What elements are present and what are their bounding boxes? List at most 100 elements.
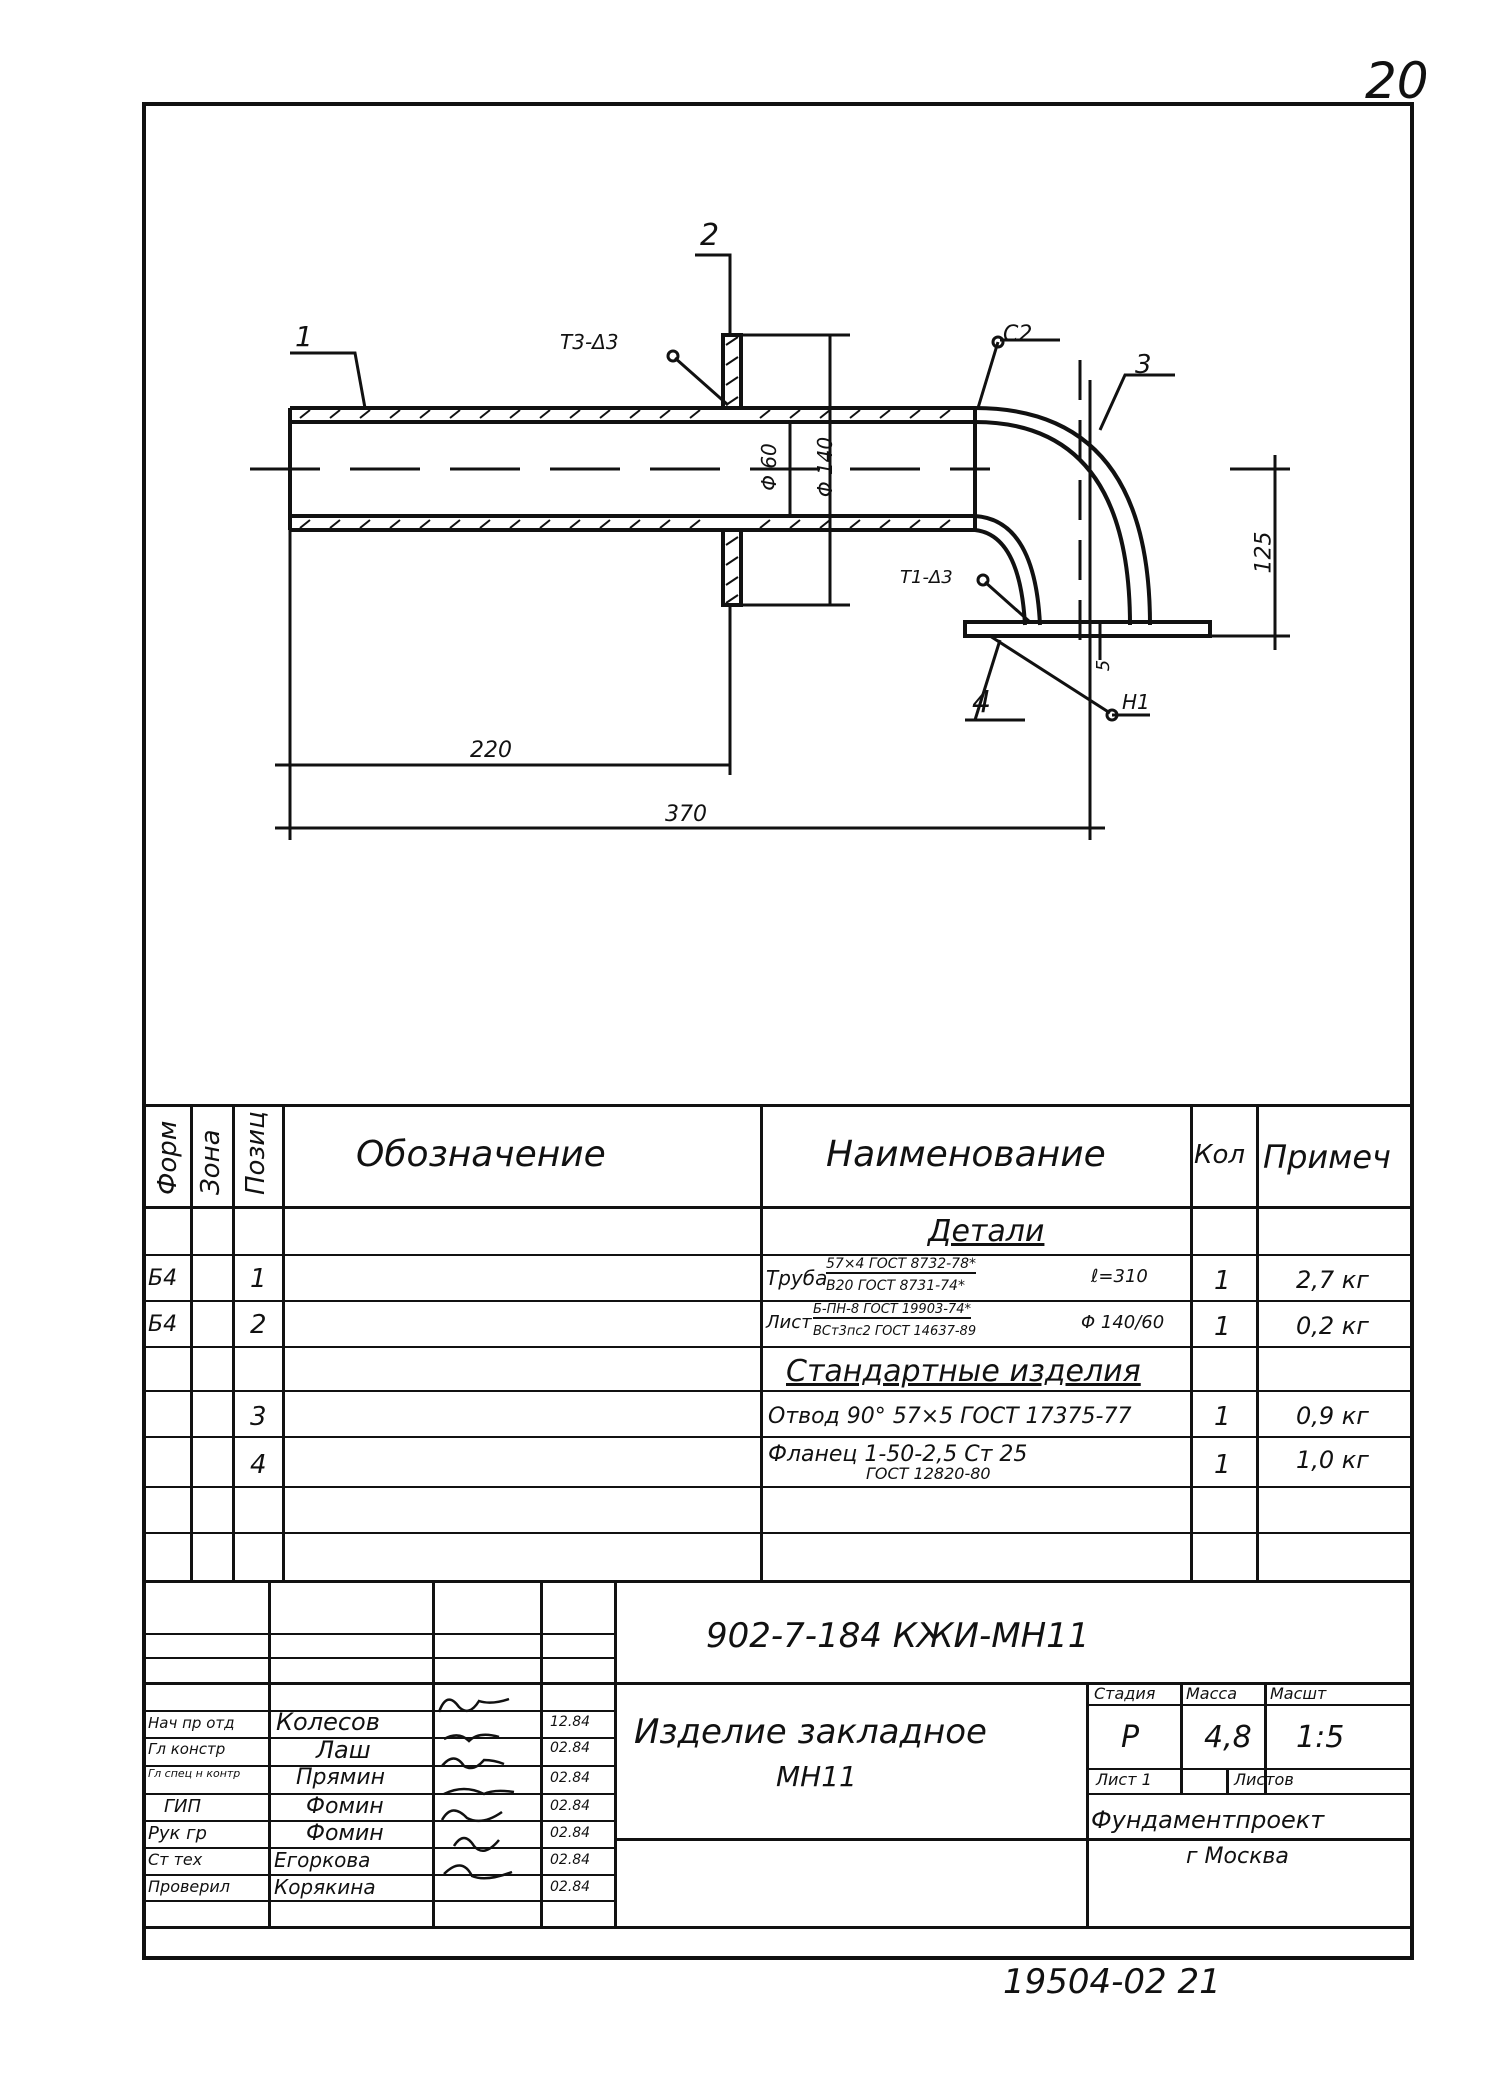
- sig-name-4: Фомин: [306, 1794, 384, 1819]
- doc-code: 902-7-184 КЖИ-МН11: [706, 1616, 1090, 1656]
- specification-table: Форм Зона Позиц Обозначение Наименование…: [146, 1104, 1410, 1580]
- row2-qty: 1: [1214, 1312, 1231, 1342]
- row4-qty: 1: [1214, 1450, 1231, 1480]
- plate-top: [721, 333, 743, 410]
- sig-name-2: Лаш: [316, 1736, 371, 1764]
- elbow-inner2: [974, 528, 1027, 626]
- spec-top-line: [146, 1104, 1410, 1107]
- callout-pos2: 2: [700, 218, 720, 253]
- stage-value: Р: [1121, 1720, 1140, 1755]
- elbow-outer: [974, 406, 1152, 626]
- sig-date-2: 02.84: [550, 1740, 591, 1756]
- sheet-label: Лист 1: [1096, 1770, 1152, 1789]
- sig-date-4: 02.84: [550, 1798, 591, 1814]
- header-format: Форм: [153, 1120, 183, 1195]
- header-pos: Позиц: [241, 1111, 271, 1195]
- row2-pos: 2: [250, 1310, 267, 1340]
- plate-bottom: [721, 528, 743, 607]
- sig-name-1: Колесов: [276, 1708, 380, 1736]
- callout-pos3: 3: [1135, 350, 1152, 380]
- pipe-drawing: [250, 253, 1290, 840]
- section-standard: Стандартные изделия: [786, 1354, 1141, 1389]
- sig-name-6: Егоркова: [274, 1848, 371, 1872]
- handwritten-signatures: [437, 1697, 515, 1880]
- dim-d140: Φ 140: [813, 436, 838, 498]
- row4-name-bottom: ГОСТ 12820-80: [866, 1464, 991, 1483]
- row2-name-suffix: Φ 140/60: [1081, 1312, 1165, 1333]
- sig-role-4: ГИП: [164, 1796, 202, 1817]
- mass-value: 4,8: [1204, 1720, 1252, 1755]
- sig-role-7: Проверил: [148, 1877, 231, 1896]
- org-line1: Фундаментпроект: [1091, 1806, 1325, 1834]
- sig-date-5: 02.84: [550, 1825, 591, 1841]
- leader-t3: [674, 356, 729, 407]
- row1-pos: 1: [250, 1264, 267, 1294]
- sig-role-2: Гл констр: [148, 1740, 226, 1758]
- row1-name-suffix: ℓ=310: [1091, 1266, 1148, 1287]
- mass-label: Масса: [1186, 1684, 1238, 1703]
- elbow-inner: [974, 514, 1042, 626]
- leader-2: [695, 253, 732, 335]
- row4-pos: 4: [250, 1450, 267, 1480]
- row3-name: Отвод 90° 57×5 ГОСТ 17375-77: [768, 1404, 1132, 1429]
- row1-name-top: 57×4 ГОСТ 8732-78*: [826, 1256, 976, 1274]
- row4-note: 1,0 кг: [1296, 1446, 1369, 1474]
- org-line2: г Москва: [1186, 1844, 1289, 1869]
- header-zone: Зона: [196, 1129, 226, 1195]
- callout-pos4: 4: [972, 685, 992, 720]
- header-name: Наименование: [826, 1134, 1106, 1175]
- sig-date-1: 12.84: [550, 1714, 591, 1730]
- leader-h1: [989, 634, 1111, 715]
- dim-220: 220: [470, 738, 512, 763]
- row2-name-prefix: Лист: [766, 1312, 812, 1333]
- leader-3: [1098, 373, 1175, 431]
- leader-t1: [984, 580, 1031, 624]
- sig-name-7: Корякина: [274, 1875, 376, 1899]
- section-details: Детали: [928, 1214, 1045, 1249]
- title-line2: МН11: [776, 1760, 857, 1793]
- sig-role-3: Гл спец н контр: [148, 1767, 241, 1780]
- header-designation: Обозначение: [356, 1134, 606, 1175]
- dim-d60: Φ 60: [756, 443, 781, 491]
- row2-name-bottom: ВСт3пс2 ГОСТ 14637-89: [813, 1324, 977, 1339]
- archive-number: 19504-02 21: [1003, 1962, 1221, 2002]
- title-line1: Изделие закладное: [634, 1712, 987, 1752]
- sig-name-5: Фомин: [306, 1821, 384, 1846]
- header-note: Примеч: [1263, 1138, 1391, 1176]
- row2-format: Б4: [148, 1312, 178, 1337]
- sheets-label: Листов: [1234, 1770, 1294, 1789]
- row1-qty: 1: [1214, 1266, 1231, 1296]
- dim-125: 125: [1251, 531, 1277, 574]
- row1-note: 2,7 кг: [1296, 1266, 1369, 1294]
- title-block: 902-7-184 КЖИ-МН11 Изделие закладное МН1…: [146, 1580, 1410, 1956]
- row2-note: 0,2 кг: [1296, 1312, 1369, 1340]
- row3-note: 0,9 кг: [1296, 1402, 1369, 1430]
- drawing-frame: [142, 102, 1414, 1960]
- scale-value: 1:5: [1296, 1720, 1345, 1755]
- weld-t1: Т1-Δ3: [900, 567, 953, 588]
- sig-role-6: Ст тех: [148, 1850, 203, 1869]
- stage-label: Стадия: [1094, 1684, 1156, 1703]
- weld-t3: Т3-Δ3: [560, 330, 619, 354]
- row4-name-top: Фланец 1-50-2,5 Ст 25: [768, 1442, 1028, 1467]
- row2-name-top: Б-ПН-8 ГОСТ 19903-74*: [813, 1302, 971, 1319]
- weld-h1: Н1: [1122, 690, 1150, 714]
- row3-qty: 1: [1214, 1402, 1231, 1432]
- sig-role-5: Рук гр: [148, 1823, 207, 1844]
- sig-date-7: 02.84: [550, 1879, 591, 1895]
- row1-name-bottom: В20 ГОСТ 8731-74*: [826, 1278, 965, 1294]
- header-qty: Кол: [1194, 1140, 1245, 1170]
- sig-date-3: 02.84: [550, 1770, 591, 1786]
- callout-pos1: 1: [295, 320, 313, 353]
- sheet-number: 20: [1365, 52, 1429, 110]
- dim-370: 370: [665, 802, 707, 827]
- flange: [963, 620, 1212, 638]
- sig-date-6: 02.84: [550, 1852, 591, 1868]
- leader-1: [290, 351, 367, 409]
- row3-pos: 3: [250, 1402, 267, 1432]
- row1-format: Б4: [148, 1266, 178, 1291]
- weld-c2: С2: [1003, 322, 1033, 347]
- scale-label: Масшт: [1270, 1684, 1327, 1703]
- sig-name-3: Прямин: [296, 1765, 386, 1790]
- dim-5: 5: [1093, 659, 1115, 672]
